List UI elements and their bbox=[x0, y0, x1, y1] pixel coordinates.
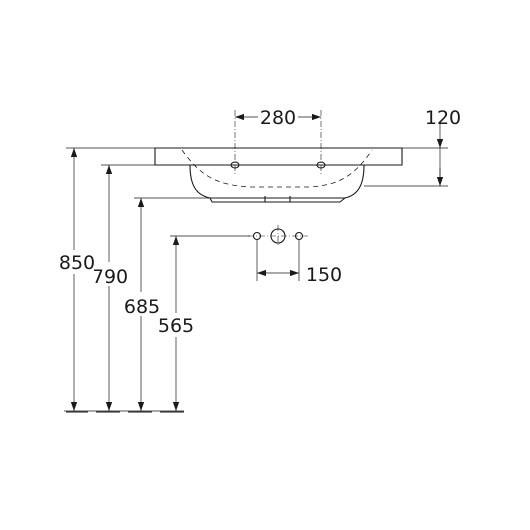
wall-outlets bbox=[248, 225, 308, 281]
basin-bowl bbox=[189, 164, 365, 199]
label-height-trap: 685 bbox=[124, 296, 160, 318]
label-height-total-display: 850 bbox=[59, 252, 95, 274]
basin-base bbox=[209, 197, 346, 203]
extension-lines bbox=[66, 147, 250, 237]
label-outlet-spacing: 150 bbox=[306, 264, 342, 286]
dim-hole-spacing: 280 bbox=[235, 107, 321, 129]
dim-height-outlet: 565 bbox=[158, 236, 194, 411]
label-hole-spacing: 280 bbox=[260, 107, 296, 129]
basin-inner-dashed bbox=[181, 149, 373, 188]
dim-outlet-spacing: 150 bbox=[257, 264, 342, 286]
dim-height-underside: 790 bbox=[92, 165, 128, 411]
label-height-underside: 790 bbox=[92, 266, 128, 288]
dim-basin-depth: 120 bbox=[364, 107, 461, 187]
outlet-left-icon bbox=[252, 231, 262, 241]
dim-height-trap: 685 bbox=[123, 198, 160, 411]
basin bbox=[154, 110, 403, 203]
label-basin-depth: 120 bbox=[425, 107, 461, 129]
label-height-outlet: 565 bbox=[158, 315, 194, 337]
outlet-right-icon bbox=[294, 231, 304, 241]
drain-stub bbox=[264, 196, 291, 202]
floor-line bbox=[64, 410, 184, 413]
basin-rim bbox=[154, 147, 403, 166]
